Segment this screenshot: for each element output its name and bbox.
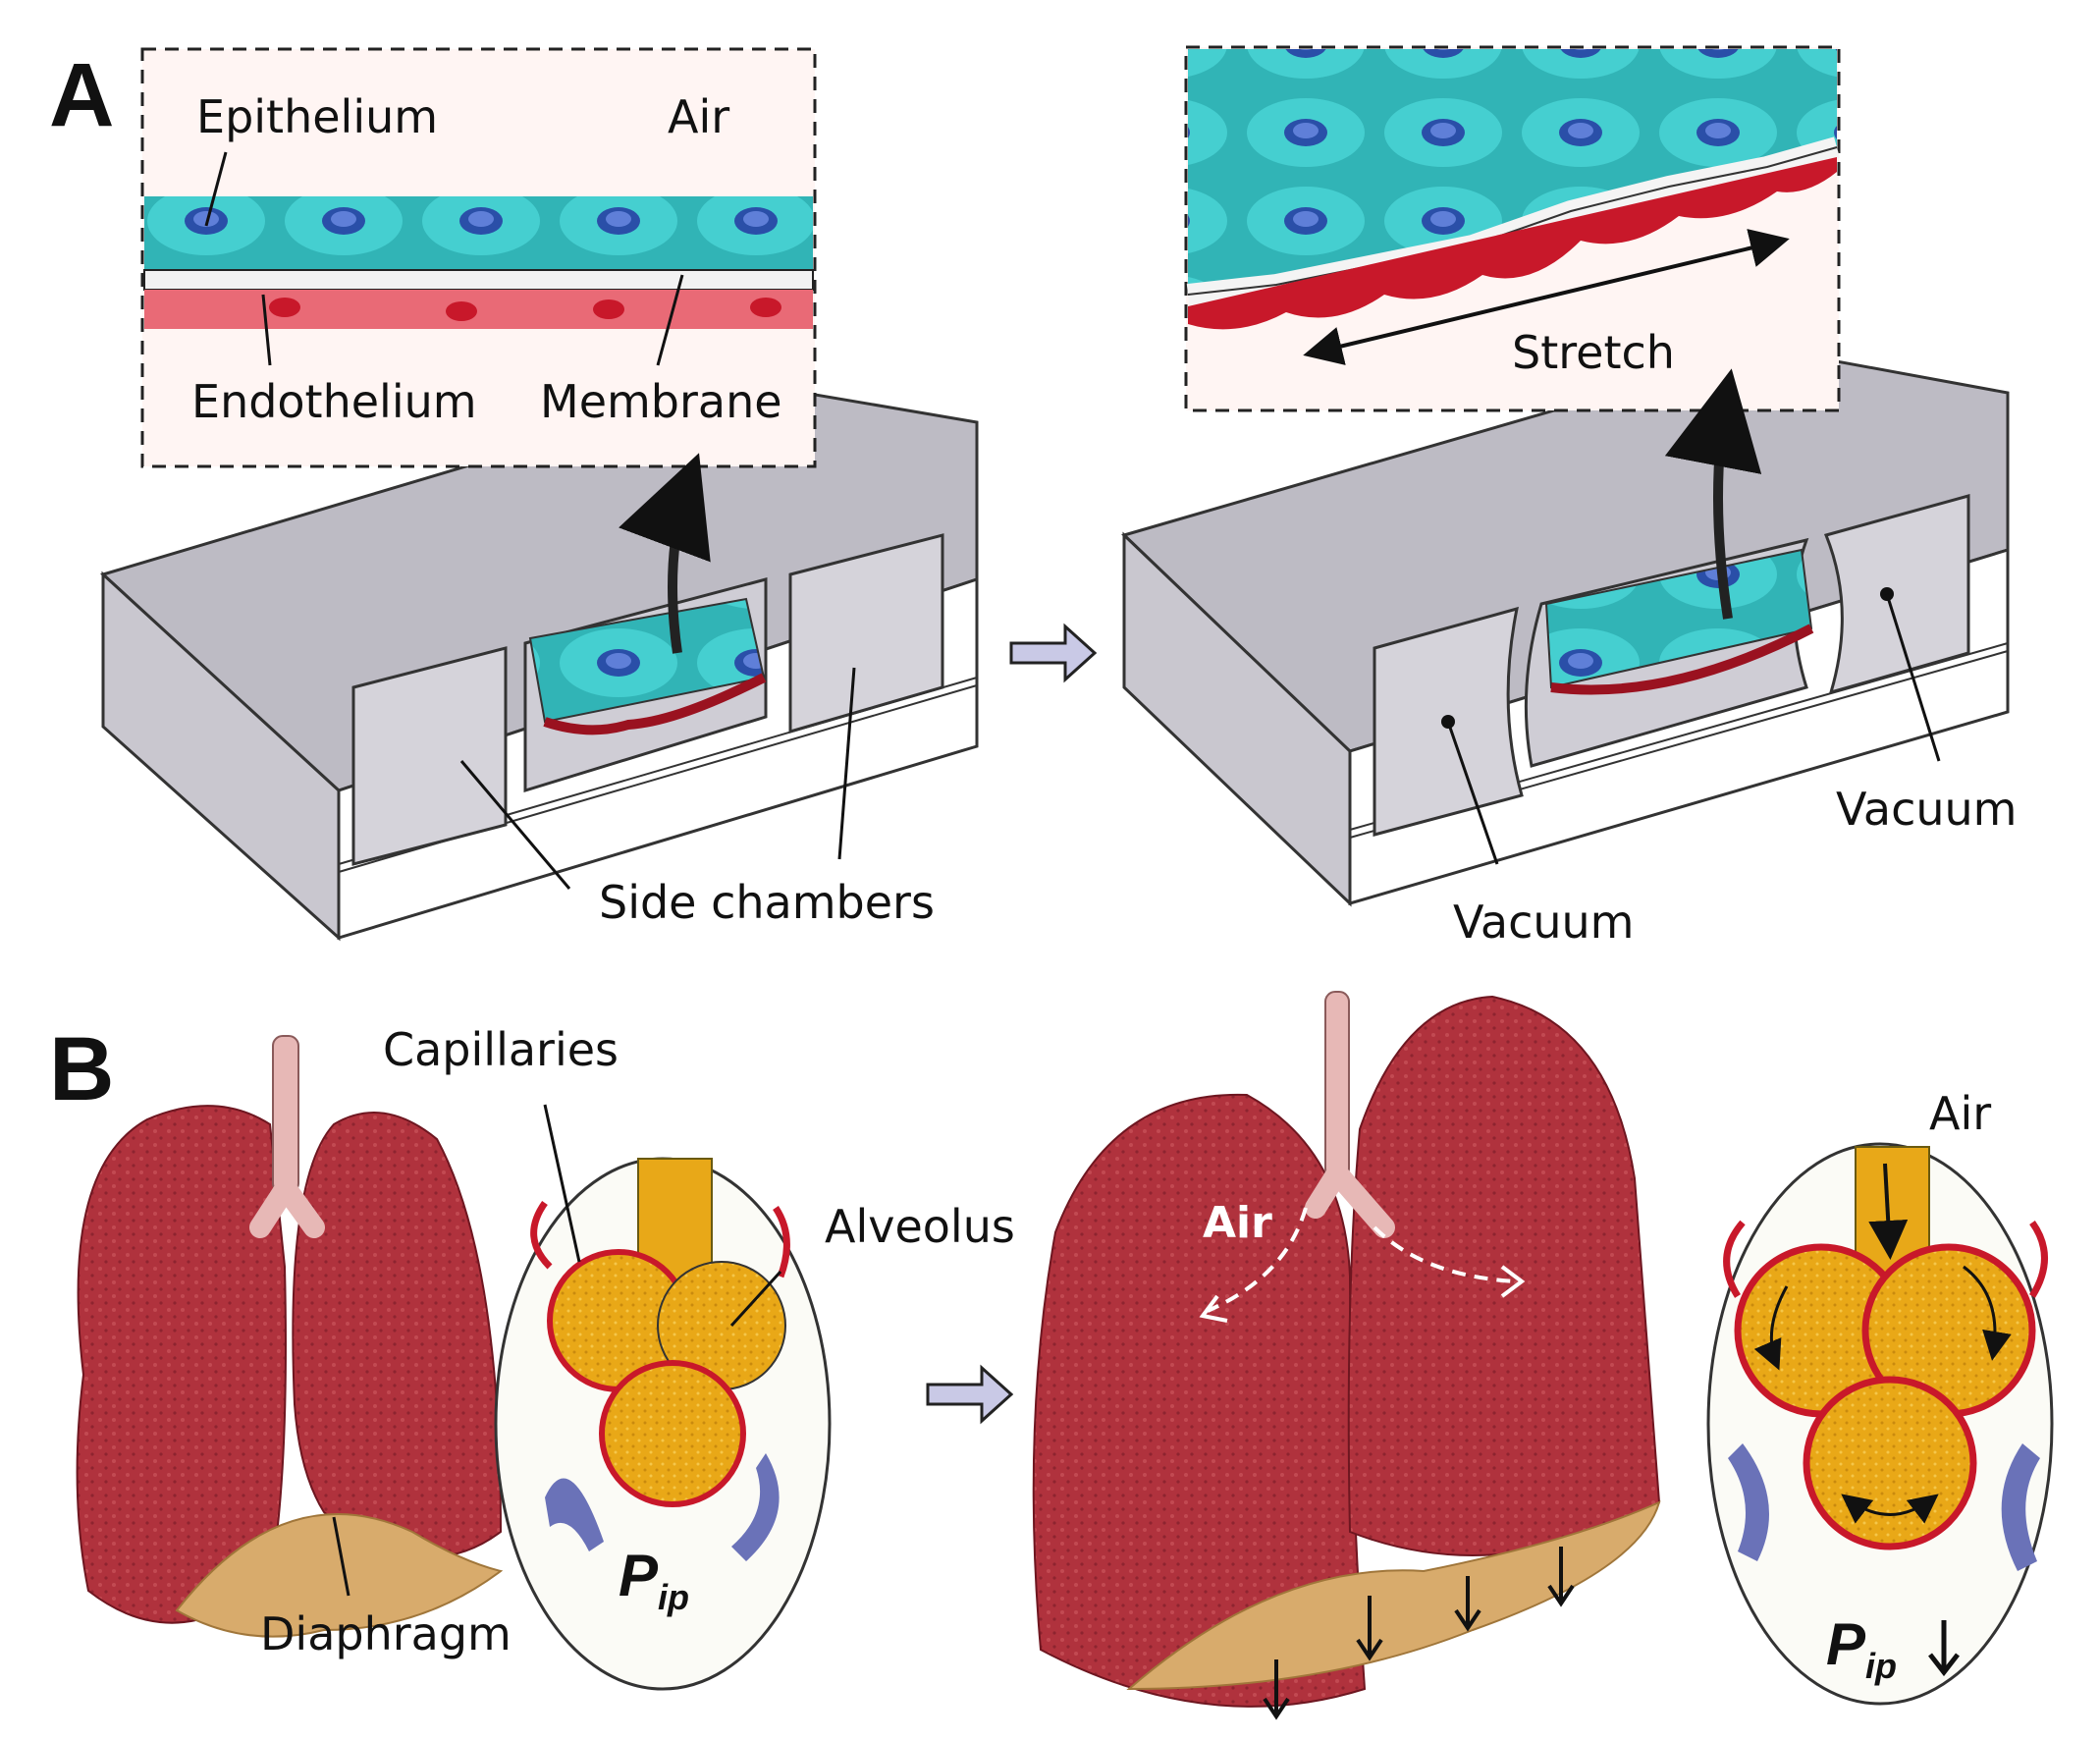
pip-down-arrow <box>1928 1620 1960 1677</box>
curved-arrow-right <box>1664 368 1762 620</box>
inset-right <box>1184 45 1841 412</box>
alveolus-circle-right <box>1706 1142 2054 1706</box>
label-side-chambers: Side chambers <box>599 876 935 929</box>
label-air-inset: Air <box>668 90 729 143</box>
label-alveolus: Alveolus <box>825 1200 1015 1253</box>
label-pip-right: Pip <box>1826 1611 1897 1686</box>
panel-label-b: B <box>49 1019 114 1119</box>
label-membrane: Membrane <box>540 375 782 428</box>
label-endothelium: Endothelium <box>191 375 477 428</box>
transition-arrow-a <box>1009 623 1098 683</box>
inset-left <box>140 47 817 468</box>
label-pip-left: Pip <box>619 1543 689 1617</box>
lungs-left <box>76 1035 504 1638</box>
label-capillaries: Capillaries <box>383 1023 619 1076</box>
device-right <box>1121 347 2010 907</box>
label-vacuum-right: Vacuum <box>1836 783 2018 836</box>
diaphragm-down-arrows <box>1263 1547 1575 1720</box>
device-left <box>100 381 979 942</box>
label-vacuum-bottom: Vacuum <box>1453 896 1635 949</box>
label-diaphragm: Diaphragm <box>260 1607 512 1660</box>
label-air-lungs: Air <box>1203 1198 1272 1248</box>
panel-label-a: A <box>49 45 114 145</box>
alveolus-circle-left <box>494 1157 832 1691</box>
label-epithelium: Epithelium <box>196 90 438 143</box>
label-air-alveolus: Air <box>1929 1087 1991 1140</box>
label-stretch: Stretch <box>1512 326 1675 379</box>
transition-arrow-b <box>926 1364 1014 1425</box>
curved-arrow-left <box>619 453 711 654</box>
lungs-right <box>1032 991 1661 1708</box>
